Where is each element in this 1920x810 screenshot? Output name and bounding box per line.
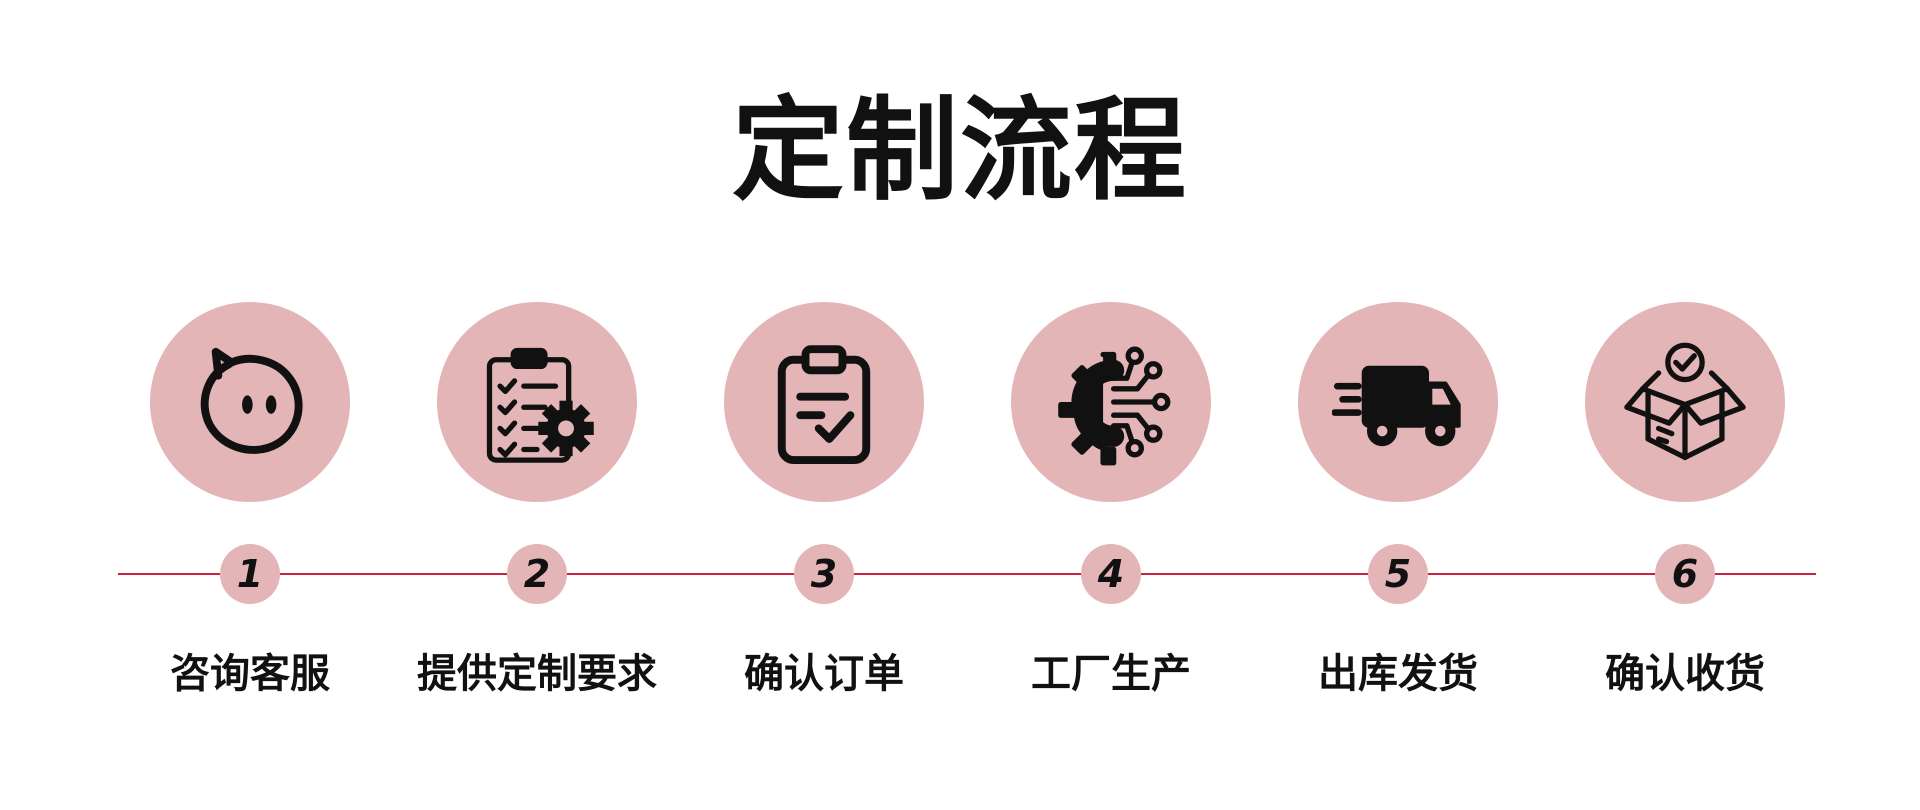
step-5-label: 出库发货 <box>1318 651 1478 697</box>
step-1-label: 咨询客服 <box>170 651 330 697</box>
step-1-icon-circle <box>150 302 350 502</box>
step-6-number: 6 <box>1655 544 1715 604</box>
step-4-label: 工厂生产 <box>1031 651 1191 697</box>
step-2-number: 2 <box>507 544 567 604</box>
step-1-number: 1 <box>220 544 280 604</box>
step-3-number: 3 <box>794 544 854 604</box>
step-5-icon-circle <box>1298 302 1498 502</box>
clipboard-gear-icon <box>486 347 594 463</box>
step-4-number: 4 <box>1081 544 1141 604</box>
step-3-label: 确认订单 <box>744 651 904 697</box>
timeline-line <box>118 573 1816 575</box>
gear-circuit-icon <box>1058 346 1171 466</box>
step-6-icon-circle <box>1585 302 1785 502</box>
open-box-check-icon <box>1624 342 1746 461</box>
step-6-label: 确认收货 <box>1605 651 1765 697</box>
page-title: 定制流程 <box>732 86 1188 216</box>
step-5-number: 5 <box>1368 544 1428 604</box>
delivery-truck-icon <box>1332 365 1461 447</box>
step-2-label: 提供定制要求 <box>417 651 657 697</box>
step-3-icon-circle <box>724 302 924 502</box>
step-4-icon-circle <box>1011 302 1211 502</box>
chat-face-icon <box>200 347 303 454</box>
step-2-icon-circle <box>437 302 637 502</box>
clipboard-check-icon <box>777 345 871 465</box>
